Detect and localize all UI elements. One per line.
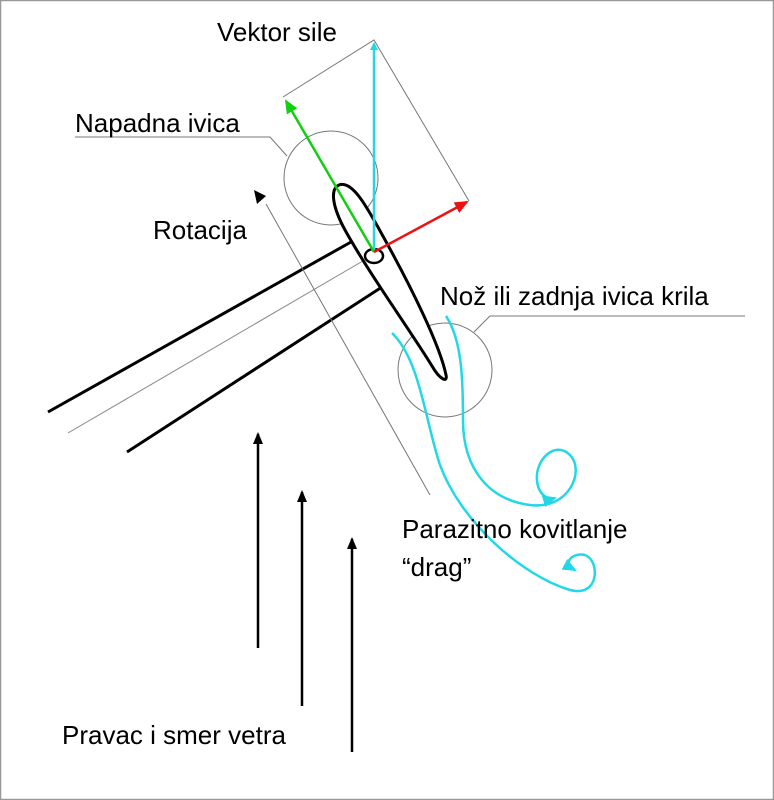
force-parallelogram-guide [282, 39, 470, 202]
vortex-curve-upper [444, 315, 577, 508]
wind-direction-label: Pravac i smer vetra [62, 720, 286, 750]
trailing-edge-leader [473, 315, 745, 333]
force-vector-label: Vektor sile [217, 17, 337, 47]
rotation-label: Rotacija [153, 215, 247, 245]
leading-edge-leader [75, 136, 288, 157]
rotation-arrow-icon [254, 190, 266, 204]
rotor-arm-lower-edge [126, 285, 383, 454]
trailing-edge-highlight-circle [397, 322, 493, 418]
trailing-edge-label: Nož ili zadnja ivica krila [440, 281, 709, 311]
rotor-arm-upper-edge [47, 240, 352, 414]
lift-force-arrow [284, 99, 376, 253]
parasitic-vortex-label: Parazitno kovitlanje [402, 514, 627, 544]
drag-force-arrow [373, 200, 469, 254]
leading-edge-highlight-circle [283, 130, 379, 226]
leading-edge-label: Napadna ivica [75, 108, 240, 138]
rotation-guide-line [265, 203, 431, 496]
vortex-curve-lower [391, 332, 597, 593]
rotor-arm-centerline [67, 257, 369, 434]
drag-label: “drag” [402, 552, 471, 582]
